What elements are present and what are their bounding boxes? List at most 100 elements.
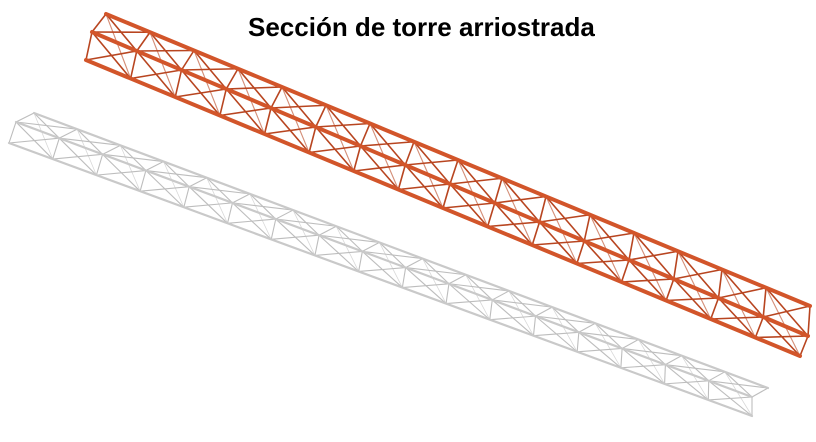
horizontal-strut — [576, 332, 580, 352]
diagonal-brace — [755, 335, 809, 339]
diagonal-brace — [718, 286, 767, 299]
diagonal-brace — [271, 234, 320, 240]
horizontal-strut — [405, 258, 423, 269]
diagonal-brace — [446, 299, 493, 305]
horizontal-strut — [8, 121, 17, 144]
horizontal-strut — [531, 221, 541, 246]
painted-tower-section — [84, 12, 812, 358]
back-brace — [633, 232, 667, 301]
back-brace — [149, 32, 176, 98]
diagonal-brace — [673, 268, 723, 280]
diagonal-brace — [622, 347, 682, 357]
diagonal-brace — [360, 140, 415, 147]
diagonal-brace — [665, 364, 725, 373]
diagonal-brace — [183, 202, 233, 208]
diagonal-brace — [315, 122, 371, 128]
horizontal-strut — [318, 225, 337, 236]
horizontal-strut — [401, 267, 407, 288]
horizontal-strut — [621, 338, 639, 349]
diagonal-brace — [584, 232, 635, 242]
diagonal-brace — [309, 145, 361, 154]
horizontal-strut — [129, 50, 138, 79]
horizontal-strut — [665, 355, 682, 366]
diagonal-brace — [708, 380, 769, 389]
back-brace — [379, 242, 403, 288]
horizontal-strut — [620, 348, 623, 368]
diagonal-brace — [226, 86, 283, 90]
horizontal-strut — [799, 335, 809, 357]
horizontal-strut — [576, 240, 586, 264]
diagonal-brace — [448, 283, 510, 292]
diagonal-brace — [181, 67, 239, 71]
back-brace — [765, 287, 801, 357]
leg-chord — [14, 120, 754, 399]
horizontal-strut — [226, 202, 234, 224]
back-brace — [508, 290, 534, 336]
back-brace — [638, 339, 665, 385]
diagonal-brace — [708, 396, 753, 401]
diagonal-brace — [145, 169, 207, 179]
horizontal-strut — [362, 241, 380, 252]
diagonal-brace — [402, 283, 449, 289]
horizontal-strut — [709, 297, 720, 320]
back-brace — [594, 323, 622, 369]
horizontal-strut — [664, 364, 666, 384]
horizontal-strut — [136, 31, 151, 52]
horizontal-strut — [85, 31, 93, 61]
horizontal-strut — [315, 104, 327, 128]
back-brace — [465, 274, 491, 320]
horizontal-strut — [620, 259, 630, 283]
horizontal-strut — [174, 69, 183, 98]
horizontal-strut — [183, 186, 190, 208]
diagonal-brace — [449, 177, 503, 185]
diagonal-brace — [710, 316, 764, 320]
leg-chord — [7, 141, 754, 418]
horizontal-strut — [404, 141, 415, 166]
horizontal-strut — [762, 287, 767, 318]
leg-chord — [84, 58, 802, 358]
horizontal-strut — [486, 202, 496, 227]
leg-chord — [90, 30, 810, 338]
diagonal-brace — [628, 250, 679, 261]
diagonal-brace — [275, 218, 337, 227]
horizontal-strut — [145, 161, 164, 172]
horizontal-strut — [578, 322, 596, 333]
diagonal-brace — [539, 213, 591, 223]
back-brace — [33, 112, 54, 160]
horizontal-strut — [628, 232, 635, 261]
horizontal-strut — [442, 183, 451, 209]
horizontal-strut — [52, 138, 60, 160]
back-brace — [681, 355, 709, 401]
diagonal-brace — [358, 267, 406, 273]
horizontal-strut — [180, 50, 195, 71]
diagonal-brace — [353, 164, 406, 172]
diagonal-brace — [102, 153, 164, 163]
diagonal-brace — [398, 183, 451, 191]
horizontal-strut — [308, 126, 317, 153]
horizontal-strut — [95, 154, 104, 176]
diagonal-brace — [219, 107, 272, 117]
diagonal-brace — [8, 137, 60, 144]
back-brace — [551, 306, 578, 352]
diagonal-brace — [362, 250, 423, 260]
horizontal-strut — [275, 209, 294, 220]
back-brace — [163, 161, 185, 208]
diagonal-brace — [442, 202, 495, 209]
diagonal-brace — [85, 50, 137, 61]
back-brace — [76, 129, 97, 176]
diagonal-brace — [763, 305, 811, 318]
horizontal-strut — [532, 316, 537, 336]
back-brace — [105, 13, 132, 79]
diagonal-brace — [532, 240, 585, 246]
diagonal-brace — [578, 331, 639, 341]
horizontal-strut — [665, 278, 675, 301]
horizontal-strut — [91, 13, 107, 33]
horizontal-strut — [270, 86, 283, 109]
diagonal-brace — [405, 267, 466, 276]
diagonal-brace — [96, 169, 146, 176]
horizontal-strut — [15, 112, 35, 123]
galvanized-tower-section — [7, 111, 770, 418]
back-brace — [422, 258, 447, 304]
diagonal-brace — [264, 126, 316, 135]
diagonal-brace — [621, 278, 674, 283]
